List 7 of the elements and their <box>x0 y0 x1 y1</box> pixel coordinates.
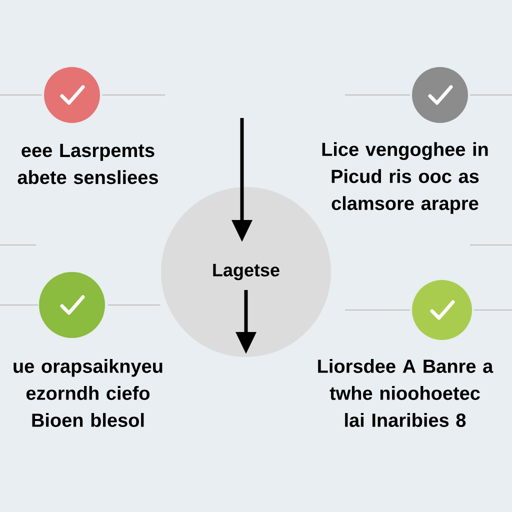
caption-text: ue orapsaiknyeu ezorndh ciefo Bioen blesol <box>14 359 162 427</box>
check-circle <box>412 280 472 340</box>
caption-text: eee Lasrpemts abete sensliees <box>18 144 158 184</box>
check-circle <box>39 272 105 338</box>
check-circle <box>44 67 100 123</box>
caption-text: Liorsdee A Banre a twhe nioohoetec lai Inaribies 8 <box>318 359 494 427</box>
check-circle <box>412 67 468 123</box>
